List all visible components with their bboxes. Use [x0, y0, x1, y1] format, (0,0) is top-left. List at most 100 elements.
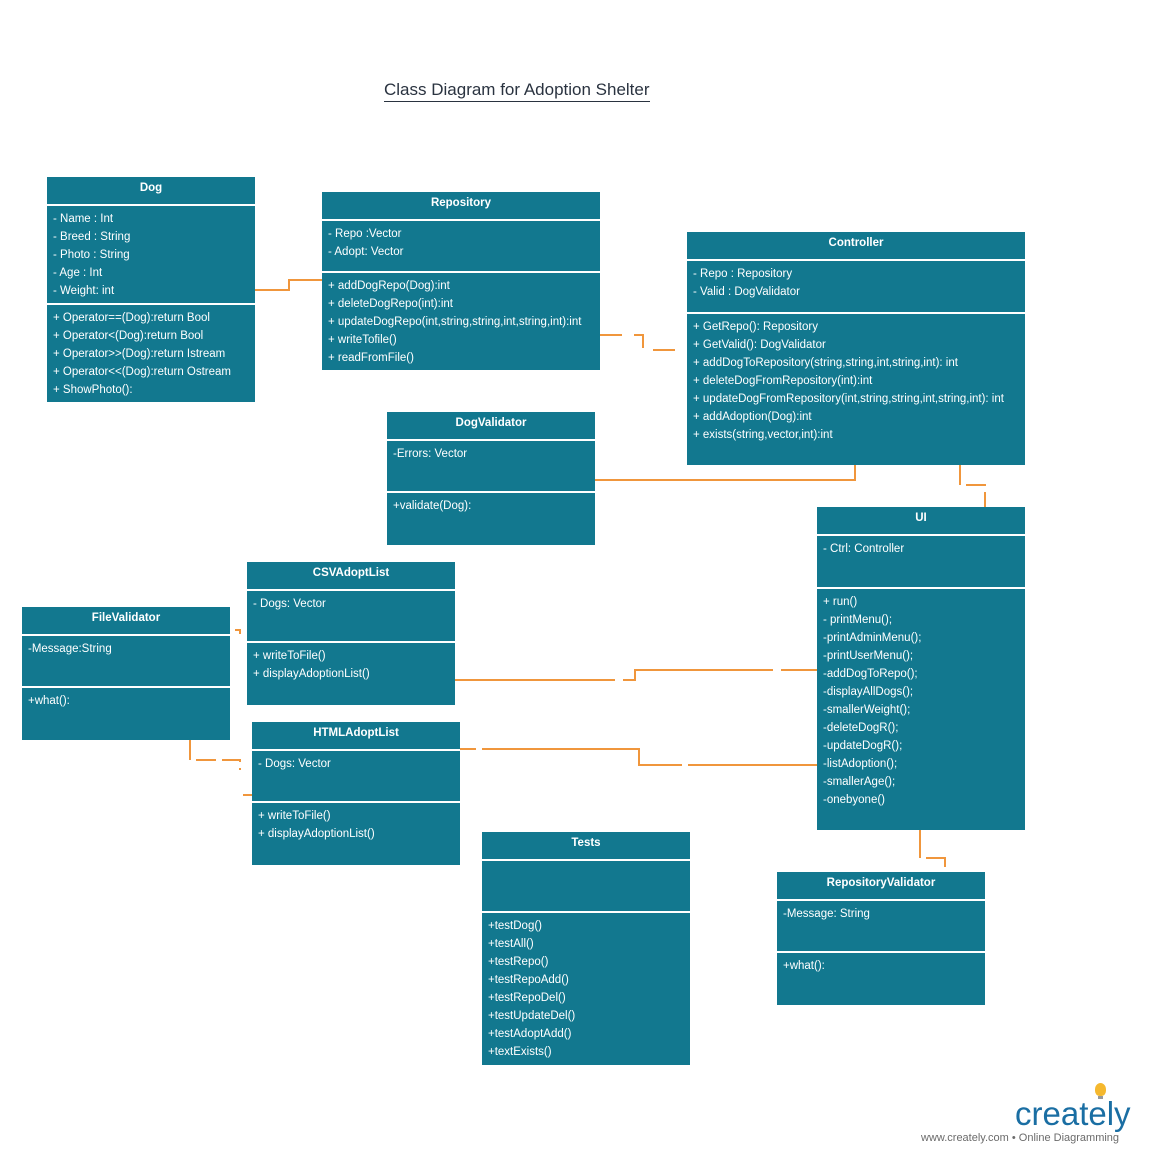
class-method: -addDogToRepo(); [823, 668, 918, 680]
class-name: RepositoryValidator [777, 872, 985, 901]
methods-section: + Operator==(Dog):return Bool + Operator<… [47, 305, 255, 401]
connector-dogvalidator-controller [595, 465, 856, 481]
class-attribute: - Ctrl: Controller [823, 543, 905, 555]
class-method: + deleteDogRepo(int):int [328, 298, 453, 310]
class-method: -listAdoption(); [823, 758, 898, 770]
class-name: UI [817, 507, 1025, 536]
class-method: -smallerAge(); [823, 776, 896, 788]
class-filevalidator[interactable]: FileValidator -Message:String +what(): [22, 607, 230, 740]
diagram-title: Class Diagram for Adoption Shelter [384, 80, 650, 102]
connector-dog-repository [255, 279, 322, 291]
creately-logo[interactable]: creately [1015, 1095, 1131, 1132]
class-controller[interactable]: Controller - Repo : Repository - Valid :… [687, 232, 1025, 465]
class-ui[interactable]: UI - Ctrl: Controller + run() - printMenu… [817, 507, 1025, 830]
class-htmladoptlist[interactable]: HTMLAdoptList - Dogs: Vector + writeToFi… [252, 722, 460, 865]
class-method: +testAdoptAdd() [488, 1028, 572, 1040]
class-attribute: - Adopt: Vector [328, 246, 404, 258]
class-csvadoptlist[interactable]: CSVAdoptList - Dogs: Vector + writeToFil… [247, 562, 455, 705]
connector-csv-ui [455, 669, 817, 681]
attributes-section: - Repo : Repository - Valid : DogValidat… [687, 261, 1025, 314]
class-dog[interactable]: Dog - Name : Int - Breed : String - Photo … [47, 177, 255, 402]
methods-section: +testDog() +testAll() +testRepo() +testRepo… [482, 913, 690, 1063]
class-method: + ShowPhoto(): [53, 384, 133, 396]
methods-section: + writeToFile() + displayAdoptionList() [247, 643, 455, 685]
class-method: + writeToFile() [253, 650, 326, 662]
class-attribute: - Name : Int [53, 213, 114, 225]
attributes-section: - Dogs: Vector [252, 751, 460, 803]
class-method: + updateDogRepo(int,string,string,int,st… [328, 316, 582, 328]
class-name: Dog [47, 177, 255, 206]
class-method: + displayAdoptionList() [258, 828, 375, 840]
class-method: + writeTofile() [328, 334, 397, 346]
connector-filevalidator-html [189, 740, 241, 770]
class-attribute: - Valid : DogValidator [693, 286, 800, 298]
connector-ui-repositoryvalidator [919, 830, 946, 872]
class-method: + exists(string,vector,int):int [693, 429, 833, 441]
class-method: + deleteDogFromRepository(int):int [693, 375, 873, 387]
connector-repository-controller [600, 334, 687, 351]
class-method: +testRepoAdd() [488, 974, 569, 986]
class-name: Repository [322, 192, 600, 221]
methods-section: +what(): [777, 953, 985, 977]
class-method: +what(): [783, 960, 825, 972]
attributes-section: - Name : Int - Breed : String - Photo : St… [47, 206, 255, 305]
class-method: + displayAdoptionList() [253, 668, 370, 680]
class-method: -deleteDogR(); [823, 722, 899, 734]
attributes-section: -Message:String [22, 636, 230, 688]
class-name: CSVAdoptList [247, 562, 455, 591]
class-attribute: - Breed : String [53, 231, 131, 243]
creately-tagline: www.creately.com • Online Diagramming [921, 1132, 1120, 1144]
connector-filevalidator-csv [235, 629, 241, 634]
class-name: Controller [687, 232, 1025, 261]
class-method: + Operator<<(Dog):return Ostream [53, 366, 232, 378]
class-attribute: -Message: String [783, 908, 870, 920]
methods-section: + writeToFile() + displayAdoptionList() [252, 803, 460, 845]
class-method: + addDogRepo(Dog):int [328, 280, 450, 292]
methods-section: +validate(Dog): [387, 493, 595, 517]
class-attribute: - Age : Int [53, 267, 103, 279]
methods-section: +what(): [22, 688, 230, 712]
class-attribute: - Dogs: Vector [258, 758, 331, 770]
class-method: + GetRepo(): Repository [693, 321, 818, 333]
class-attribute: -Message:String [28, 643, 112, 655]
class-method: + addAdoption(Dog):int [693, 411, 812, 423]
class-method: + run() [823, 596, 858, 608]
class-attribute: -Errors: Vector [393, 448, 468, 460]
class-repository[interactable]: Repository - Repo :Vector - Adopt: Vector… [322, 192, 600, 370]
class-method: +what(): [28, 695, 70, 707]
class-method: - printMenu(); [823, 614, 893, 626]
class-method: -smallerWeight(); [823, 704, 911, 716]
class-attribute: - Dogs: Vector [253, 598, 326, 610]
class-name: DogValidator [387, 412, 595, 441]
class-tests[interactable]: Tests +testDog()+testAll()+testRepo()+te… [482, 832, 690, 1065]
class-method: +testRepo() [488, 956, 549, 968]
attributes-section: - Ctrl: Controller [817, 536, 1025, 589]
class-name: FileValidator [22, 607, 230, 636]
class-method: +textExists() [488, 1046, 552, 1058]
class-method: + Operator==(Dog):return Bool [53, 312, 210, 324]
connector-controller-ui [959, 465, 986, 507]
class-method: +testRepoDel() [488, 992, 566, 1004]
class-repositoryvalidator[interactable]: RepositoryValidator -Message: String +wh… [777, 872, 985, 1005]
methods-section: + GetRepo(): Repository + GetValid(): Dog… [687, 314, 1025, 446]
class-method: + Operator<(Dog):return Bool [53, 330, 204, 342]
class-method: +testAll() [488, 938, 534, 950]
class-name: Tests [482, 832, 690, 861]
attributes-section [482, 861, 690, 913]
class-dogvalidator[interactable]: DogValidator -Errors: Vector +validate(D… [387, 412, 595, 545]
class-attribute: - Repo : Repository [693, 268, 793, 280]
class-method: +testDog() [488, 920, 543, 932]
class-method: -displayAllDogs(); [823, 686, 914, 698]
class-method: + GetValid(): DogValidator [693, 339, 826, 351]
class-method: + readFromFile() [328, 352, 414, 364]
class-method: -updateDogR(); [823, 740, 903, 752]
attributes-section: - Dogs: Vector [247, 591, 455, 643]
attributes-section: - Repo :Vector - Adopt: Vector [322, 221, 600, 273]
class-name: HTMLAdoptList [252, 722, 460, 751]
lightbulb-icon [1095, 1083, 1106, 1099]
methods-section: + run()- printMenu();-printAdminMenu();-… [817, 589, 1025, 811]
class-method: + writeToFile() [258, 810, 331, 822]
class-attribute: - Repo :Vector [328, 228, 402, 240]
class-attribute: - Photo : String [53, 249, 130, 261]
